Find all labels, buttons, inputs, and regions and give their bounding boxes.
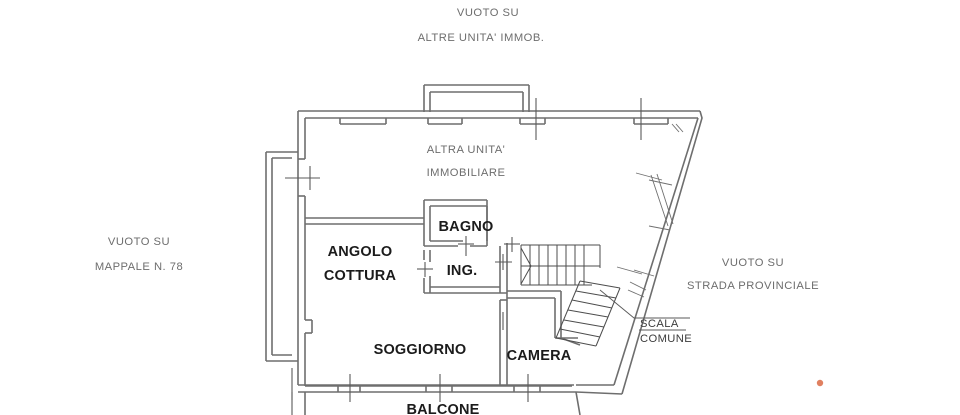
note-right-line1: VUOTO SU (722, 257, 784, 269)
bagno-walls (423, 199, 488, 247)
scala-note-line2: COMUNE (640, 333, 692, 345)
window-openings-top (339, 118, 669, 125)
camera-top-wall (507, 290, 581, 346)
note-top-line2: ALTRE UNITA' IMMOB. (418, 32, 545, 44)
orange-marker-dot (816, 379, 824, 387)
window-tick-marks-top (535, 98, 642, 140)
room-label-camera: CAMERA (507, 348, 572, 364)
note-left-line1: VUOTO SU (108, 236, 170, 248)
window-opening-left (285, 158, 320, 197)
scala-note-line1: SCALA (640, 318, 679, 330)
room-label-ingresso: ING. (447, 263, 478, 279)
door-tick-bagno (458, 236, 474, 256)
door-tick-ingresso-top (504, 237, 520, 252)
door-tick-ingresso-right (495, 254, 512, 270)
balcony-top (423, 84, 530, 112)
partition-cottura-top (305, 217, 424, 225)
door-tick-ingresso-left (417, 262, 433, 277)
room-label-angolo-cottura: ANGOLO COTTURA (324, 244, 397, 284)
window-tick-diagonal-upper (635, 172, 663, 181)
balcony-left (265, 151, 298, 362)
annotation-scala-comune: SCALA COMUNE (599, 289, 692, 345)
corner-mark-top-right (671, 123, 684, 133)
room-label-balcone: BALCONE (406, 402, 479, 415)
window-openings-bottom (337, 386, 541, 392)
staircase-angled (555, 280, 621, 347)
note-center-line2: IMMOBILIARE (427, 167, 506, 179)
room-label-soggiorno: SOGGIORNO (374, 342, 467, 358)
note-left-line2: MAPPALE N. 78 (95, 261, 183, 273)
note-top: VUOTO SU ALTRE UNITA' IMMOB. (418, 7, 545, 44)
window-openings-diagonal (627, 173, 674, 298)
note-right: VUOTO SU STRADA PROVINCIALE (687, 257, 819, 292)
room-label-line2: COTTURA (324, 268, 397, 284)
note-left: VUOTO SU MAPPALE N. 78 (95, 236, 183, 273)
note-right-line2: STRADA PROVINCIALE (687, 280, 819, 292)
note-top-line1: VUOTO SU (457, 7, 519, 19)
partition-soggiorno-camera (499, 299, 508, 386)
note-center-other-unit: ALTRA UNITA' IMMOBILIARE (427, 144, 506, 179)
window-tick-diagonal-lower (616, 266, 643, 275)
staircase-horizontal (520, 244, 601, 286)
note-center-line1: ALTRA UNITA' (427, 144, 506, 156)
room-label-bagno: BAGNO (439, 219, 494, 235)
balcone-balcony (291, 391, 581, 415)
room-label-line1: ANGOLO (328, 244, 393, 260)
